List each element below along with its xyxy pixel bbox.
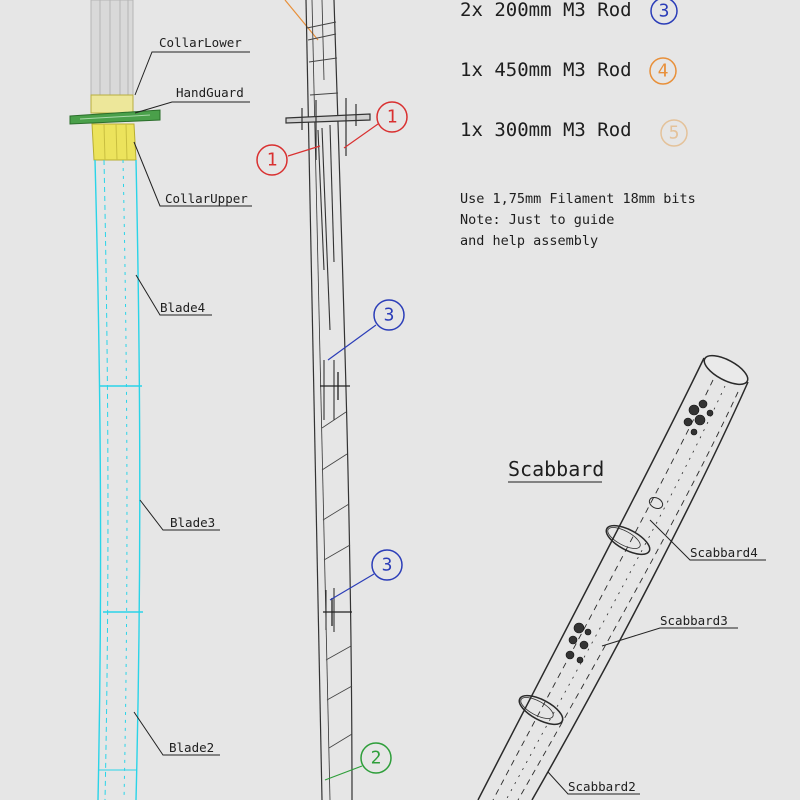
label-scabbard2: Scabbard2 (568, 779, 636, 794)
parts-row-text: 1x 450mm M3 Rod (460, 59, 632, 81)
parts-row-text: 2x 200mm M3 Rod (460, 0, 632, 21)
callout-rod3-lower: 3 (329, 549, 403, 601)
guard-outline (285, 98, 371, 160)
scabbard-section: Scabbard (477, 354, 766, 800)
note-line: Use 1,75mm Filament 18mm bits (460, 191, 696, 207)
parts-row-text: 1x 300mm M3 Rod (460, 119, 632, 141)
parts-row-badge-number: 4 (658, 61, 669, 82)
parts-row-badge-number: 5 (669, 123, 680, 144)
rod1-number-right: 1 (387, 107, 398, 128)
rod3-number-lower: 3 (382, 555, 393, 576)
parts-row-badge (649, 57, 677, 85)
label-hand-guard: HandGuard (176, 85, 244, 100)
hand-guard-part (69, 109, 161, 125)
callout-rod1-left: 1 (256, 144, 321, 176)
rod1-number-left: 1 (267, 150, 278, 171)
label-scabbard4: Scabbard4 (690, 545, 758, 560)
rod-diagram: 1 1 3 3 2 (256, 0, 408, 800)
cross-pins (320, 372, 352, 626)
blade-hatch (321, 411, 353, 749)
blade-parts (94, 159, 143, 800)
scabbard-leaders (547, 519, 766, 795)
collar-lower-part (90, 94, 134, 114)
collar-upper-part (91, 123, 137, 161)
sword-leaders (133, 51, 252, 756)
handle-outline (306, 21, 339, 96)
note-line: and help assembly (460, 233, 598, 249)
parts-row-badge-number: 3 (659, 1, 670, 22)
parts-row: 1x 300mm M3 Rod 5 (460, 119, 688, 147)
label-blade4: Blade4 (160, 300, 205, 315)
assembly-notes: Use 1,75mm Filament 18mm bits Note: Just… (460, 191, 696, 249)
scabbard-title: Scabbard (508, 457, 604, 481)
parts-list: 2x 200mm M3 Rod 3 1x 450mm M3 Rod 4 1x 3… (460, 0, 688, 147)
sword-outline (305, 0, 353, 800)
scabbard-decoration (565, 399, 714, 664)
internal-rods (317, 124, 335, 632)
rod2-number: 2 (371, 748, 382, 769)
label-collar-lower: CollarLower (159, 35, 242, 50)
rod3-number-upper: 3 (384, 305, 395, 326)
callout-rod3-upper: 3 (327, 299, 405, 361)
scabbard-body (477, 354, 749, 800)
parts-row-badge (650, 0, 678, 25)
parts-row: 2x 200mm M3 Rod 3 (460, 0, 678, 25)
handle (90, 0, 134, 96)
sword-model: CollarLower HandGuard CollarUpper Blade4… (69, 0, 252, 800)
parts-row: 1x 450mm M3 Rod 4 (460, 57, 677, 85)
label-collar-upper: CollarUpper (165, 191, 248, 206)
label-blade3: Blade3 (170, 515, 215, 530)
label-scabbard3: Scabbard3 (660, 613, 728, 628)
parts-row-badge (660, 119, 688, 147)
callout-rod2: 2 (324, 742, 392, 781)
label-blade2: Blade2 (169, 740, 214, 755)
note-line: Note: Just to guide (460, 212, 614, 228)
callout-rod1-right: 1 (343, 101, 408, 149)
